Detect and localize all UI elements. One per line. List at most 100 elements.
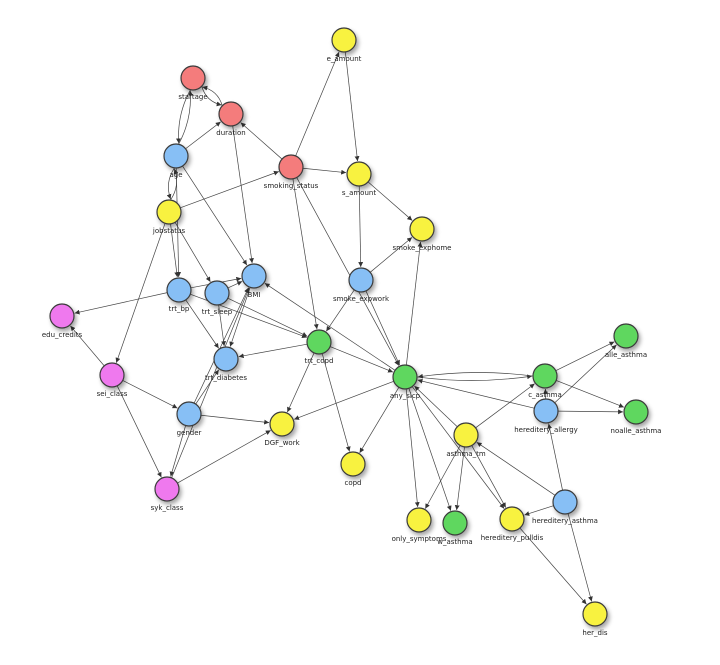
edge-hereditery_allergy-to-noalle_asthma — [557, 409, 624, 415]
edge-hereditery_allergy-to-alle_asthma — [554, 344, 617, 404]
edge-trt_bp-to-trt_diabetes — [185, 299, 219, 349]
edge-s_amount-to-smoke_expwork — [358, 185, 364, 268]
node-circle-jobstatus[interactable] — [156, 199, 182, 225]
node-trt_copd[interactable]: trt_copd — [305, 329, 334, 365]
node-startage[interactable]: startage — [178, 65, 208, 101]
edge-trt_bp-to-edu_credits — [74, 292, 168, 315]
node-circle-duration[interactable] — [218, 101, 244, 127]
edge-jobstatus-to-trt_bp — [170, 223, 180, 278]
node-hereditery_allergy[interactable]: hereditery_allergy — [514, 398, 578, 434]
node-circle-asthma_tm[interactable] — [453, 422, 479, 448]
node-jobstatus[interactable]: jobstatus — [152, 199, 186, 235]
node-label-age: age — [169, 171, 182, 179]
node-circle-startage[interactable] — [180, 65, 206, 91]
edge-gender-to-DGF_work — [200, 414, 270, 425]
node-label-sei_class: sei_class — [97, 390, 128, 398]
node-only_symptoms[interactable]: only_symptoms — [392, 507, 447, 543]
node-label-alle_asthma: alle_asthma — [605, 351, 647, 359]
node-circle-hereditery_asthma[interactable] — [552, 489, 578, 515]
node-label-asthma_tm: asthma_tm — [446, 450, 485, 458]
node-circle-any_sicp[interactable] — [392, 364, 418, 390]
node-smoke_expwork[interactable]: smoke_expwork — [333, 267, 390, 303]
node-her_dis[interactable]: her_dis — [582, 601, 608, 637]
edge-any_sicp-to-copd — [359, 387, 400, 454]
node-circle-e_amount[interactable] — [331, 27, 357, 53]
node-w_asthma[interactable]: w_asthma — [437, 510, 473, 546]
node-circle-alle_asthma[interactable] — [613, 323, 639, 349]
edge-asthma_tm-to-only_symptoms — [424, 445, 461, 509]
node-label-gender: gender — [177, 429, 202, 437]
node-label-hereditery_allergy: hereditery_allergy — [514, 426, 578, 434]
node-label-s_amount: s_amount — [342, 189, 376, 197]
edge-smoking_status-to-e_amount — [295, 51, 340, 157]
node-smoke_exphome[interactable]: smoke_exphome — [393, 216, 452, 252]
node-copd[interactable]: copd — [340, 451, 366, 487]
edge-c_asthma-to-alle_asthma — [555, 341, 615, 372]
edge-age-to-trt_bp — [175, 167, 182, 278]
node-circle-sei_class[interactable] — [99, 362, 125, 388]
node-smoking_status[interactable]: smoking_status — [264, 154, 319, 190]
node-label-w_asthma: w_asthma — [437, 538, 472, 546]
node-c_asthma[interactable]: c_asthma — [528, 363, 562, 399]
node-circle-DGF_work[interactable] — [269, 411, 295, 437]
node-edu_credits[interactable]: edu_credits — [42, 303, 83, 339]
node-circle-edu_credits[interactable] — [49, 303, 75, 329]
node-circle-gender[interactable] — [176, 401, 202, 427]
node-trt_sleep[interactable]: trt_sleep — [202, 280, 233, 316]
node-DGF_work[interactable]: DGF_work — [264, 411, 301, 447]
node-circle-smoking_status[interactable] — [278, 154, 304, 180]
node-circle-trt_bp[interactable] — [166, 277, 192, 303]
node-BMI[interactable]: BMI — [241, 263, 267, 299]
node-circle-smoke_expwork[interactable] — [348, 267, 374, 293]
node-label-duration: duration — [216, 129, 245, 137]
node-circle-c_asthma[interactable] — [532, 363, 558, 389]
node-circle-w_asthma[interactable] — [442, 510, 468, 536]
node-trt_bp[interactable]: trt_bp — [166, 277, 192, 313]
node-circle-trt_copd[interactable] — [306, 329, 332, 355]
edge-smoking_status-to-duration — [240, 122, 283, 160]
node-circle-noalle_asthma[interactable] — [623, 399, 649, 425]
node-hereditery_asthma[interactable]: hereditery_asthma — [532, 489, 598, 525]
node-hereditery_pulldis[interactable]: hereditery_pulldis — [481, 506, 544, 542]
edge-any_sicp-to-hereditery_pulldis — [411, 386, 505, 509]
node-s_amount[interactable]: s_amount — [342, 161, 376, 197]
node-circle-syk_class[interactable] — [154, 476, 180, 502]
node-alle_asthma[interactable]: alle_asthma — [605, 323, 647, 359]
edge-smoking_status-to-s_amount — [302, 167, 347, 175]
node-e_amount[interactable]: e_amount — [327, 27, 362, 63]
edge-trt_copd-to-copd — [321, 353, 351, 452]
node-circle-her_dis[interactable] — [582, 601, 608, 627]
node-label-hereditery_pulldis: hereditery_pulldis — [481, 534, 544, 542]
node-circle-s_amount[interactable] — [346, 161, 372, 187]
node-circle-hereditery_pulldis[interactable] — [499, 506, 525, 532]
node-duration[interactable]: duration — [216, 101, 246, 137]
edge-asthma_tm-to-w_asthma — [454, 446, 465, 511]
edge-asthma_tm-to-c_asthma — [475, 383, 535, 429]
node-sei_class[interactable]: sei_class — [97, 362, 128, 398]
node-any_sicp[interactable]: any_sicp — [390, 364, 421, 400]
node-circle-copd[interactable] — [340, 451, 366, 477]
node-age[interactable]: age — [163, 143, 189, 179]
node-asthma_tm[interactable]: asthma_tm — [446, 422, 486, 458]
node-circle-trt_sleep[interactable] — [204, 280, 230, 306]
node-syk_class[interactable]: syk_class — [151, 476, 184, 512]
node-circle-age[interactable] — [163, 143, 189, 169]
edge-smoke_expwork-to-any_sicp — [365, 290, 400, 366]
node-circle-trt_diabetes[interactable] — [213, 346, 239, 372]
node-label-copd: copd — [344, 479, 361, 487]
edge-trt_sleep-to-trt_diabetes — [218, 304, 227, 347]
node-noalle_asthma[interactable]: noalle_asthma — [611, 399, 662, 435]
node-label-smoking_status: smoking_status — [264, 182, 319, 190]
node-label-only_symptoms: only_symptoms — [392, 535, 447, 543]
node-circle-only_symptoms[interactable] — [406, 507, 432, 533]
edge-smoke_expwork-to-trt_copd — [326, 289, 355, 332]
node-label-her_dis: her_dis — [582, 629, 608, 637]
edge-jobstatus-to-smoking_status — [180, 170, 279, 209]
node-trt_diabetes[interactable]: trt_diabetes — [205, 346, 247, 382]
node-gender[interactable]: gender — [176, 401, 202, 437]
node-circle-smoke_exphome[interactable] — [409, 216, 435, 242]
node-label-syk_class: syk_class — [151, 504, 184, 512]
node-circle-hereditery_allergy[interactable] — [533, 398, 559, 424]
node-circle-BMI[interactable] — [241, 263, 267, 289]
edge-age-to-jobstatus — [166, 167, 175, 200]
